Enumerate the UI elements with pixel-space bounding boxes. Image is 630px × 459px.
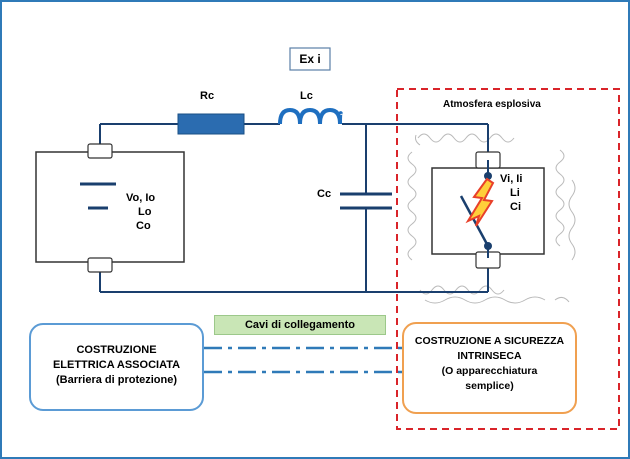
- connection-cables: [204, 346, 402, 374]
- intrinsic-apparatus-box: COSTRUZIONE A SICUREZZA INTRINSECA (O ap…: [402, 322, 577, 414]
- source-terminal-top: [87, 143, 113, 159]
- resistor-label: Rc: [200, 90, 215, 102]
- ex-tag-label: Ex i: [299, 52, 321, 66]
- source-param-3: Co: [136, 220, 151, 232]
- intrinsic-apparatus-line4: semplice): [465, 380, 514, 392]
- hazard-zone-border: [396, 88, 620, 430]
- associated-apparatus-line3: (Barriera di protezione): [55, 374, 178, 386]
- inductor-label: Lc: [300, 90, 313, 102]
- intrinsic-apparatus-line3: (O apparecchiatura: [441, 365, 538, 377]
- hazard-zone-label: Atmosfera esplosiva: [443, 99, 541, 110]
- source-terminal-bottom: [87, 257, 113, 273]
- associated-apparatus-line2: ELETTRICA ASSOCIATA: [52, 359, 181, 371]
- device-param-2: Li: [510, 187, 520, 199]
- switch-contact-top: [484, 172, 492, 180]
- intrinsic-apparatus-line1: COSTRUZIONE A SICUREZZA: [414, 335, 565, 347]
- associated-apparatus-line1: COSTRUZIONE: [76, 344, 157, 356]
- resistor-rc: [177, 113, 245, 135]
- switch-contact-bottom: [484, 242, 492, 250]
- device-param-1: Vi, Ii: [500, 173, 523, 185]
- cable-label: Cavi di collegamento: [214, 315, 386, 335]
- spark-icon: [465, 177, 495, 227]
- source-param-1: Vo, Io: [126, 192, 156, 204]
- intrinsic-apparatus-line2: INTRINSECA: [457, 350, 522, 362]
- capacitor-label: Cc: [317, 188, 332, 200]
- associated-apparatus-box: COSTRUZIONE ELETTRICA ASSOCIATA (Barrier…: [29, 323, 204, 411]
- switch-blade: [459, 195, 490, 247]
- ex-tag-box: [289, 47, 331, 71]
- inductor-lc: [278, 107, 343, 125]
- cable-label-text: Cavi di collegamento: [244, 319, 356, 331]
- source-param-2: Lo: [138, 206, 152, 218]
- gas-swirls: [407, 133, 576, 304]
- device-param-3: Ci: [510, 201, 521, 213]
- source-box: [35, 151, 185, 263]
